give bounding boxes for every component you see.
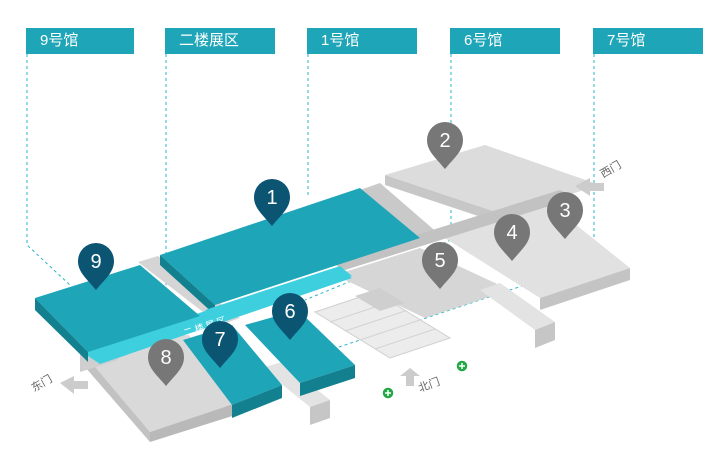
hall-label-9[interactable]: 9号馆 (26, 28, 134, 54)
pin-9-label: 9 (90, 251, 101, 273)
pin-6[interactable]: 6 (272, 293, 308, 340)
pin-8-label: 8 (160, 347, 171, 369)
east-gate-label: 东门 (29, 371, 55, 394)
pin-3[interactable]: 3 (547, 192, 583, 239)
west-gate[interactable]: 西门 (575, 157, 624, 196)
pin-3-label: 3 (559, 200, 570, 222)
pin-7[interactable]: 7 (202, 321, 238, 368)
pin-9[interactable]: 9 (78, 243, 114, 290)
pin-1-label: 1 (266, 187, 277, 209)
pin-6-label: 6 (284, 301, 295, 323)
pin-2-label: 2 (439, 130, 450, 152)
hall-label-1[interactable]: 1号馆 (307, 28, 417, 54)
north-gate[interactable]: 北门 (400, 368, 442, 395)
north-gate-label: 北门 (416, 374, 441, 395)
pin-2[interactable]: 2 (427, 122, 463, 169)
pin-5[interactable]: 5 (422, 242, 458, 289)
hall-label-floor2[interactable]: 二楼展区 (165, 28, 275, 54)
hall-label-6[interactable]: 6号馆 (450, 28, 560, 54)
pin-4-label: 4 (506, 222, 517, 244)
north-gate-markers (381, 359, 469, 400)
grey-buildings (80, 145, 630, 442)
west-gate-label: 西门 (598, 157, 624, 180)
pin-8[interactable]: 8 (148, 339, 184, 386)
pin-5-label: 5 (434, 250, 445, 272)
pin-7-label: 7 (214, 329, 225, 351)
east-gate[interactable]: 东门 (29, 371, 89, 395)
pin-1[interactable]: 1 (254, 179, 290, 226)
pin-4[interactable]: 4 (494, 214, 530, 261)
hall-label-7[interactable]: 7号馆 (593, 28, 703, 54)
